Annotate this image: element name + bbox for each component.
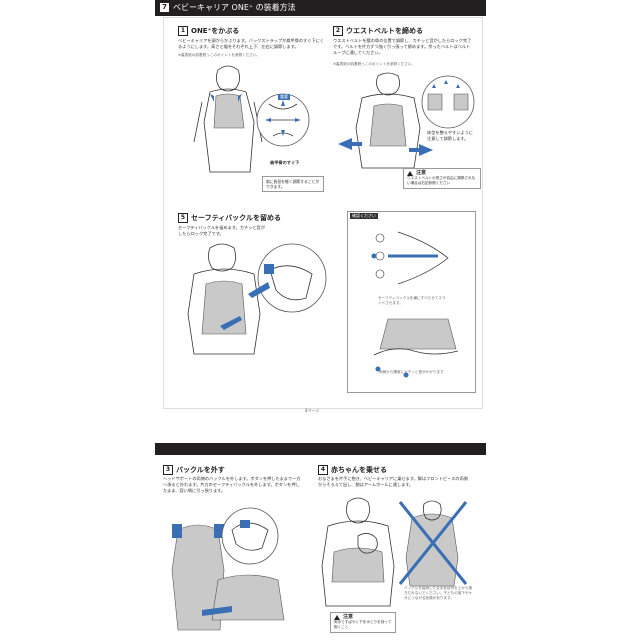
step5-description: セーフティバックルを留めます。カチッと音がしたらロック完了です。: [178, 225, 265, 236]
step4-caution-title: 注意: [334, 615, 392, 620]
step5-check-panel: [347, 211, 476, 393]
step2-caution-text: ウエストベルトの長さが自由に調節されない場合は右記参照ください: [407, 176, 476, 185]
step5-heading: セーフティバックルを留める: [191, 214, 281, 222]
step2-note: ※裏表紙の肌着脱っこのポイントを参照ください。: [333, 62, 416, 66]
step4-caution-label: 注意: [343, 614, 354, 620]
step1-title: 1 ONE⁺をかぶる: [178, 26, 239, 36]
step4-caution-box: 注意 両手ですばやく下をゆとりを持って抱くこと: [330, 612, 396, 633]
section-number: 7: [160, 3, 169, 12]
step5-illustration: [187, 243, 327, 355]
step3-illustration: [171, 507, 285, 631]
step2-caution-box: 注意 ウエストベルトの長さが自由に調節されない場合は右記参照ください: [403, 168, 481, 189]
page-number: 8ページ: [305, 408, 320, 413]
step2-detail-circle: [421, 75, 475, 129]
page-frame: [163, 17, 483, 409]
step4-wrong-illustration: [398, 500, 468, 587]
step3-heading: バックルを外す: [176, 466, 225, 474]
step4-warning-note: バックルを接続したまま乳幼児を上から抱きだれないでください。子どもの落下やケガに…: [404, 586, 473, 600]
step2-illustration: [338, 72, 433, 169]
step3-number: 3: [163, 465, 173, 475]
step5-panel-tag: 確認ください: [350, 213, 378, 219]
step4-title: 4 赤ちゃんを乗せる: [318, 465, 387, 475]
step5-buckle-closeup: [373, 318, 459, 378]
step5-title: 5 セーフティバックルを留める: [178, 213, 281, 223]
page-title: ベビーキャリア ONE⁺ の装着方法: [173, 3, 296, 12]
page-header-bar: 7 ベビーキャリア ONE⁺ の装着方法: [155, 0, 486, 16]
step4-heading: 赤ちゃんを乗せる: [331, 466, 387, 474]
step4-caution-text: 両手ですばやく下をゆとりを持って抱くこと: [334, 620, 392, 629]
step1-detail-circle: [256, 93, 310, 147]
step3-title: 3 バックルを外す: [163, 465, 225, 475]
step2-description: ウエストベルトを腰の骨の位置で調節し、カチッと音がしたらロック完了です。ベルトを…: [333, 38, 472, 55]
step5-number: 5: [178, 213, 188, 223]
step1-note: ※裏表紙の肌着脱っこのポイントを参照ください。: [178, 53, 261, 57]
step1-shoulder-label: 肩甲骨のすぐ下: [270, 160, 300, 165]
step1-description: ベビーキャリアを頭からかぶります。バックストラップが肩甲骨のすぐ下にくるようにし…: [178, 38, 324, 49]
step5-panel-note: セーフティバックルを横にすべらせてスライドさせます。: [378, 296, 446, 305]
step1-illustration: [193, 65, 263, 173]
warning-icon: [334, 615, 340, 620]
step2-caution-label: 注意: [416, 170, 427, 176]
step5-panel-bottom-note: 両側から確実にカチッと音がかかります: [379, 370, 444, 374]
step1-callout: 肩に負担を軽く調節することができます。: [262, 176, 324, 192]
step2-title: 2 ウエストベルトを締める: [333, 26, 423, 36]
step1-number: 1: [178, 26, 188, 36]
step1-important-label: 重要: [278, 94, 290, 100]
step1-heading: ONE⁺をかぶる: [191, 27, 240, 35]
step2-caution-title: 注意: [407, 171, 477, 176]
warning-icon: [407, 171, 413, 176]
step2-number: 2: [333, 26, 343, 36]
step4-number: 4: [318, 465, 328, 475]
step2-heading: ウエストベルトを締める: [346, 27, 423, 35]
step2-adjust-note: 体型を整えやすいように注意して調節します。: [427, 130, 473, 141]
step3-description: ヘッドサポートの両側のバックルを外します。ボタンを押したままで一方へ張ると外れま…: [163, 476, 301, 493]
step5-check-diagram: [371, 231, 449, 285]
step4-illustration: [321, 497, 395, 607]
step4-description: おなさまを片手に抱き、ベビーキャリアに乗せます。脚はフロントピースの両側からそろ…: [318, 476, 468, 487]
page-header-bar-2: [155, 443, 486, 455]
